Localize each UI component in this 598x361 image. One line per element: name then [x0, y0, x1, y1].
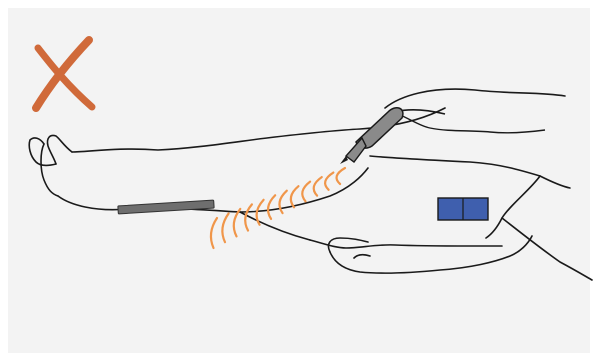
current-arc-icon [268, 195, 275, 219]
patient-leg-outline-icon [29, 89, 592, 280]
current-arc-icon [222, 213, 228, 242]
current-arc-group [211, 168, 345, 248]
current-arc-icon [234, 209, 241, 236]
current-arc-icon [211, 218, 217, 248]
current-arc-icon [302, 182, 310, 202]
current-arc-icon [337, 168, 345, 184]
metal-implant-rod-icon [118, 200, 214, 214]
current-arc-icon [314, 177, 322, 196]
current-arc-icon [257, 200, 264, 225]
current-arc-icon [291, 186, 299, 207]
current-arc-icon [325, 173, 333, 190]
electrode-pad-icon [438, 198, 488, 220]
cross-mark-icon [36, 40, 92, 108]
current-arc-icon [279, 191, 286, 213]
